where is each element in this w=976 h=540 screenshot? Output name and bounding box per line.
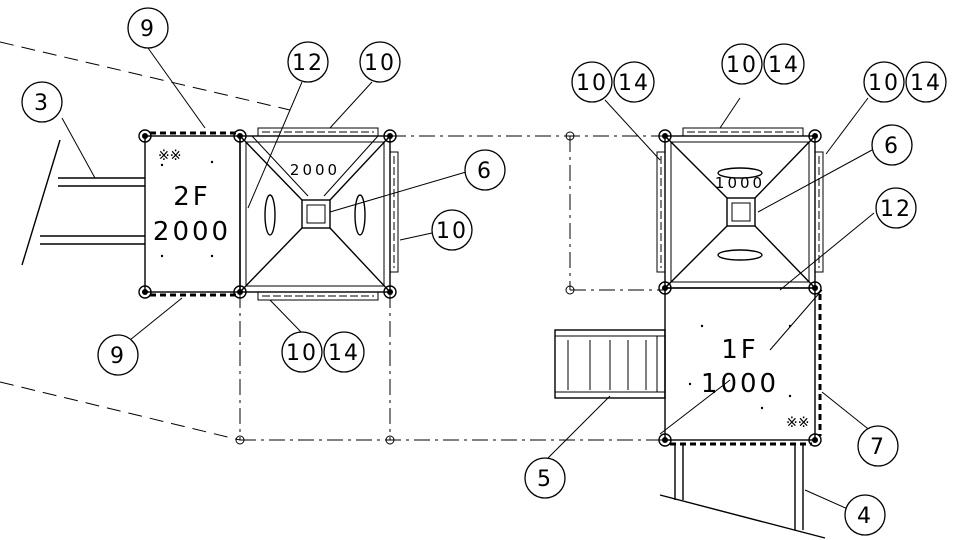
callout-7-text: 7 — [870, 435, 886, 460]
callout-10-tc-text: 10 — [726, 53, 758, 78]
posts-left — [138, 129, 397, 299]
callout-6-right: 6 — [871, 124, 913, 166]
roof-tower-left: 2000 — [239, 127, 399, 301]
roof-left-height: 2000 — [290, 161, 340, 179]
callout-6-left-text: 6 — [477, 159, 493, 184]
hatch-mark: ※※ — [158, 148, 181, 164]
callout-14-tl-text: 14 — [618, 71, 650, 96]
guide-line-bottom — [0, 381, 241, 441]
callout-10-right-text: 10 — [436, 219, 468, 244]
callout-14-tc-text: 14 — [768, 53, 800, 78]
callout-4: 4 — [844, 494, 886, 536]
callout-14-tr-text: 14 — [910, 71, 942, 96]
deck-2f-floor-label: 2F — [173, 182, 211, 212]
callout-5-text: 5 — [537, 467, 553, 492]
deck-1f-floor-label: 1F — [721, 335, 759, 365]
callout-10-top-text: 10 — [364, 51, 396, 76]
callout-3-text: 3 — [34, 91, 50, 116]
deck-2f-height-label: 2000 — [153, 217, 231, 247]
callout-9-top-text: 9 — [140, 17, 156, 42]
callout-9-bottom: 9 — [97, 334, 139, 376]
callout-6-right-text: 6 — [884, 134, 900, 159]
slide-3 — [21, 139, 145, 266]
callout-10-14-top-left: 10 14 — [571, 61, 655, 103]
callout-10-14-top-right: 10 14 — [863, 61, 947, 103]
callout-9-top: 9 — [127, 7, 169, 49]
callout-10-bottom-text: 10 — [286, 341, 318, 366]
callout-10-top: 10 — [359, 41, 401, 83]
ladder-4 — [659, 444, 826, 539]
callout-7: 7 — [857, 425, 899, 467]
callout-6-left: 6 — [464, 149, 506, 191]
callout-14-bottom-text: 14 — [328, 341, 360, 366]
callout-12-left: 12 — [287, 41, 329, 83]
leader-lines — [61, 47, 875, 511]
deck-1f: ※※ 1F 1000 — [664, 287, 822, 446]
posts-right — [658, 129, 822, 447]
callout-10-tr-text: 10 — [868, 71, 900, 96]
roof-tower-right: 1000 — [656, 127, 824, 289]
steps-5 — [554, 329, 666, 399]
deck-2f: ※※ 2F 2000 — [144, 131, 241, 297]
guide-line-top — [0, 41, 291, 111]
callout-10-tl-text: 10 — [576, 71, 608, 96]
construction-lines — [235, 131, 665, 445]
callout-4-text: 4 — [857, 504, 873, 529]
callout-12-right-text: 12 — [880, 197, 912, 222]
hatch-mark: ※※ — [786, 415, 809, 431]
callout-5: 5 — [524, 457, 566, 499]
callout-10-14-bottom: 10 14 — [281, 331, 365, 373]
callout-12-left-text: 12 — [292, 51, 324, 76]
callout-10-right: 10 — [431, 209, 473, 251]
callout-12-right: 12 — [875, 187, 917, 229]
callout-9-bottom-text: 9 — [110, 344, 126, 369]
deck-1f-height-label: 1000 — [701, 369, 779, 399]
roof-right-height: 1000 — [715, 174, 765, 192]
callout-10-14-top-center: 10 14 — [721, 43, 805, 85]
callout-3: 3 — [21, 81, 63, 123]
